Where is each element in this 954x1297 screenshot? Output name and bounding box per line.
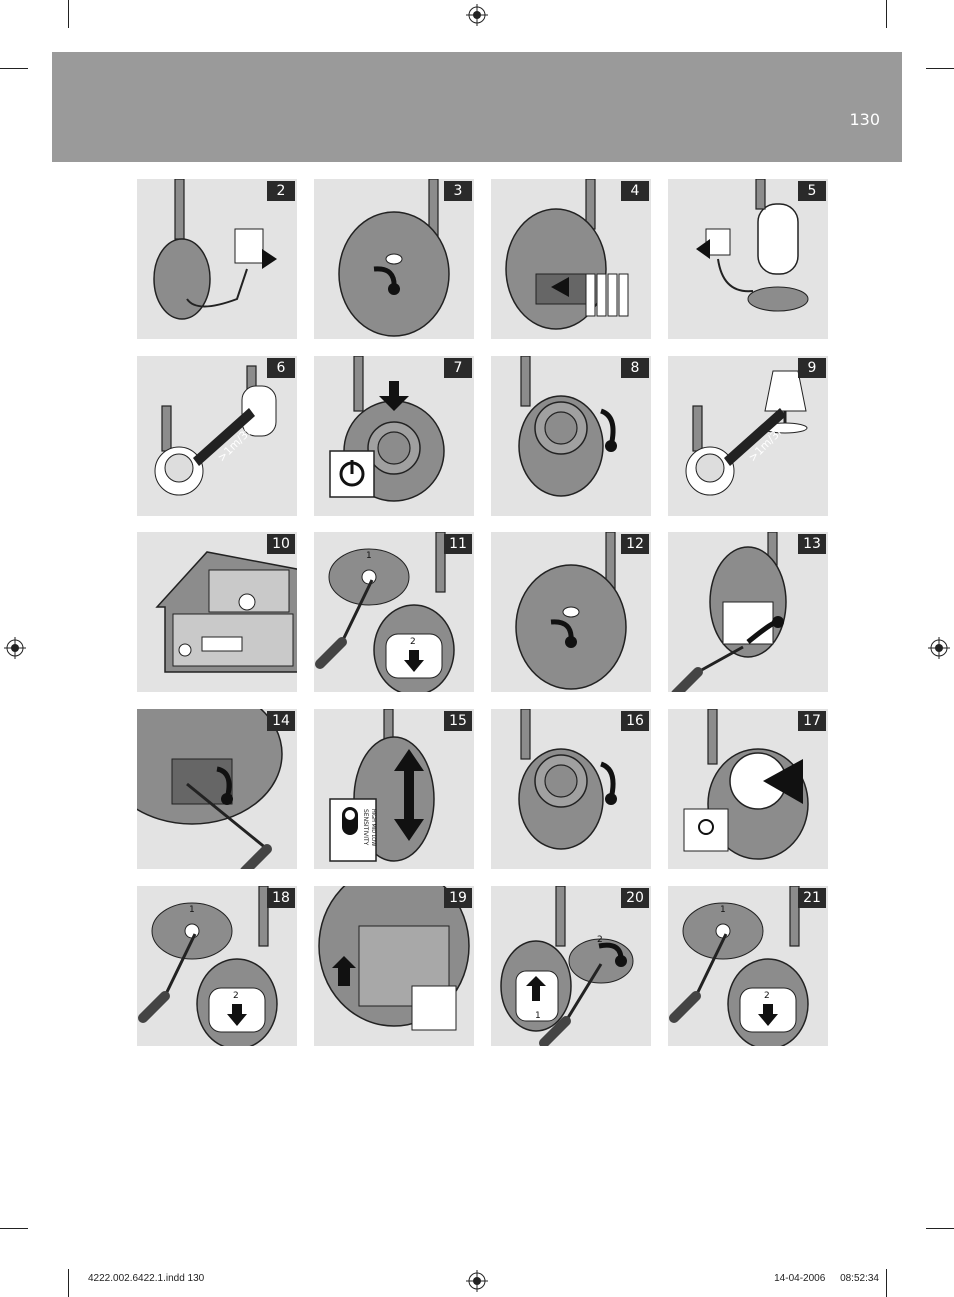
illustration-screwdriver-close-icon: 12 bbox=[500, 886, 634, 1046]
panel-step-number: 14 bbox=[267, 711, 295, 731]
illustration-distance-lamp-icon: >1m/3ft bbox=[685, 370, 808, 496]
panel-step-number: 4 bbox=[621, 181, 649, 201]
illustration-power-button-icon bbox=[329, 356, 445, 502]
crop-mark bbox=[68, 1269, 69, 1297]
illustration-panel-10: 10 bbox=[137, 532, 297, 692]
illustration-volume-dial-icon bbox=[518, 356, 617, 497]
panel-step-number: 8 bbox=[621, 358, 649, 378]
panel-step-number: 12 bbox=[621, 534, 649, 554]
panel-step-number: 2 bbox=[267, 181, 295, 201]
registration-mark-icon bbox=[928, 637, 950, 659]
svg-text:2: 2 bbox=[233, 991, 239, 1001]
illustration-panel-4: 4 bbox=[491, 179, 651, 339]
registration-mark-icon bbox=[466, 4, 488, 26]
panel-step-number: 17 bbox=[798, 711, 826, 731]
illustration-house-placement-icon bbox=[155, 551, 297, 673]
crop-mark bbox=[926, 1228, 954, 1229]
crop-mark bbox=[68, 0, 69, 28]
footer-date: 14-04-2006 bbox=[774, 1273, 826, 1284]
crop-mark bbox=[0, 68, 28, 69]
panel-step-number: 19 bbox=[444, 888, 472, 908]
illustration-distance-icon: >1m/3ft bbox=[154, 365, 277, 496]
svg-text:2: 2 bbox=[597, 935, 603, 945]
illustration-panel-5: 5 bbox=[668, 179, 828, 339]
illustration-panel-17: 17 bbox=[668, 709, 828, 869]
footer-file-info: 4222.002.6422.1.indd 130 bbox=[88, 1273, 205, 1284]
illustration-adapter-plug-in-icon bbox=[153, 179, 277, 320]
svg-text:HIGH MID LOW: HIGH MID LOW bbox=[370, 809, 376, 846]
panel-step-number: 15 bbox=[444, 711, 472, 731]
illustration-panel-3: 3 bbox=[314, 179, 474, 339]
illustration-panel-12: 12 bbox=[491, 532, 651, 692]
svg-text:SENSITIVITY: SENSITIVITY bbox=[362, 809, 369, 846]
illustration-panel-13: 13 bbox=[668, 532, 828, 692]
panel-step-number: 11 bbox=[444, 534, 472, 554]
illustration-nightlight-icon bbox=[683, 709, 809, 860]
panel-step-number: 20 bbox=[621, 888, 649, 908]
panel-step-number: 6 bbox=[267, 358, 295, 378]
panel-step-number: 18 bbox=[267, 888, 295, 908]
illustration-screwdriver-open-icon: 21 bbox=[669, 886, 809, 1046]
illustration-panel-8: 8 bbox=[491, 356, 651, 516]
panel-step-number: 7 bbox=[444, 358, 472, 378]
svg-text:1: 1 bbox=[535, 1011, 541, 1021]
illustration-volume-dial-icon bbox=[518, 709, 617, 850]
illustration-panel-14: 14 bbox=[137, 709, 297, 869]
panel-step-number: 9 bbox=[798, 358, 826, 378]
panel-step-number: 13 bbox=[798, 534, 826, 554]
panel-step-number: 3 bbox=[444, 181, 472, 201]
svg-text:1: 1 bbox=[189, 905, 195, 915]
footer-time: 08:52:34 bbox=[840, 1273, 879, 1284]
panel-step-number: 5 bbox=[798, 181, 826, 201]
illustration-battery-compartment-icon bbox=[137, 709, 283, 869]
page-number: 130 bbox=[849, 110, 880, 129]
illustration-unscrew-battery-cover-icon bbox=[338, 179, 450, 337]
illustration-panel-7: 7 bbox=[314, 356, 474, 516]
crop-mark bbox=[926, 68, 954, 69]
illustration-unscrew-battery-cover-icon bbox=[515, 532, 627, 690]
svg-text:2: 2 bbox=[764, 991, 770, 1001]
crop-mark bbox=[886, 1269, 887, 1297]
header-band bbox=[52, 52, 902, 162]
panel-step-number: 21 bbox=[798, 888, 826, 908]
panel-step-number: 16 bbox=[621, 711, 649, 731]
panel-step-number: 10 bbox=[267, 534, 295, 554]
illustration-panel-16: 16 bbox=[491, 709, 651, 869]
crop-mark bbox=[0, 1228, 28, 1229]
illustration-panel-2: 2 bbox=[137, 179, 297, 339]
crop-mark bbox=[886, 0, 887, 28]
registration-mark-icon bbox=[466, 1270, 488, 1292]
svg-text:1: 1 bbox=[366, 551, 372, 561]
illustration-insert-batteries-icon bbox=[505, 179, 629, 330]
illustration-remove-battery-pack-icon bbox=[671, 532, 787, 692]
illustration-screwdriver-open-icon: 21 bbox=[138, 886, 278, 1046]
registration-mark-icon bbox=[4, 637, 26, 659]
illustration-panel-19: 19 bbox=[314, 886, 474, 1046]
footer-timestamp: 14-04-2006 08:52:34 bbox=[774, 1273, 879, 1284]
illustration-screwdriver-open-icon: 21 bbox=[315, 532, 455, 692]
svg-text:2: 2 bbox=[410, 637, 416, 647]
illustration-charger-plug-in-icon bbox=[696, 179, 809, 312]
illustration-sound-switch-icon bbox=[318, 886, 470, 1031]
svg-text:1: 1 bbox=[720, 905, 726, 915]
